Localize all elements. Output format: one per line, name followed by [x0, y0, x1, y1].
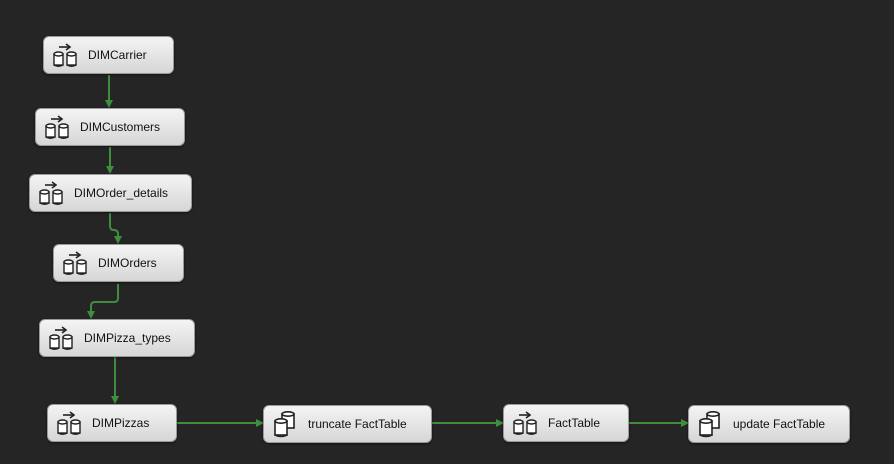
task-label: DIMCustomers — [80, 120, 161, 134]
data-flow-icon — [510, 409, 540, 437]
data-flow-icon — [60, 249, 90, 277]
data-flow-icon — [36, 179, 66, 207]
task-label: DIMOrder_details — [74, 186, 169, 200]
constraint-dimorders-dimpizza-types[interactable] — [87, 284, 119, 319]
sql-task-icon — [270, 410, 300, 438]
task-dimcarrier[interactable]: DIMCarrier — [43, 36, 174, 74]
task-update-facttable[interactable]: update FactTable — [688, 405, 850, 443]
data-flow-icon — [54, 409, 84, 437]
task-dimpizza-types[interactable]: DIMPizza_types — [39, 319, 195, 357]
task-truncate-facttable[interactable]: truncate FactTable — [263, 405, 432, 443]
sql-task-icon — [695, 410, 725, 438]
data-flow-icon — [46, 324, 76, 352]
task-label: DIMOrders — [98, 256, 157, 270]
constraint-dimorder-details-dimorders[interactable] — [109, 213, 122, 244]
data-flow-icon — [50, 41, 80, 69]
task-label: DIMPizzas — [92, 416, 150, 430]
task-label: update FactTable — [733, 417, 826, 431]
task-dimcustomers[interactable]: DIMCustomers — [35, 108, 185, 146]
task-label: truncate FactTable — [308, 417, 407, 431]
task-label: DIMCarrier — [88, 48, 147, 62]
task-dimorders[interactable]: DIMOrders — [53, 244, 184, 282]
task-dimorder-details[interactable]: DIMOrder_details — [29, 174, 192, 212]
task-label: DIMPizza_types — [84, 331, 171, 345]
task-dimpizzas[interactable]: DIMPizzas — [47, 404, 177, 442]
task-label: FactTable — [548, 416, 601, 430]
task-facttable[interactable]: FactTable — [503, 404, 629, 442]
data-flow-icon — [42, 113, 72, 141]
